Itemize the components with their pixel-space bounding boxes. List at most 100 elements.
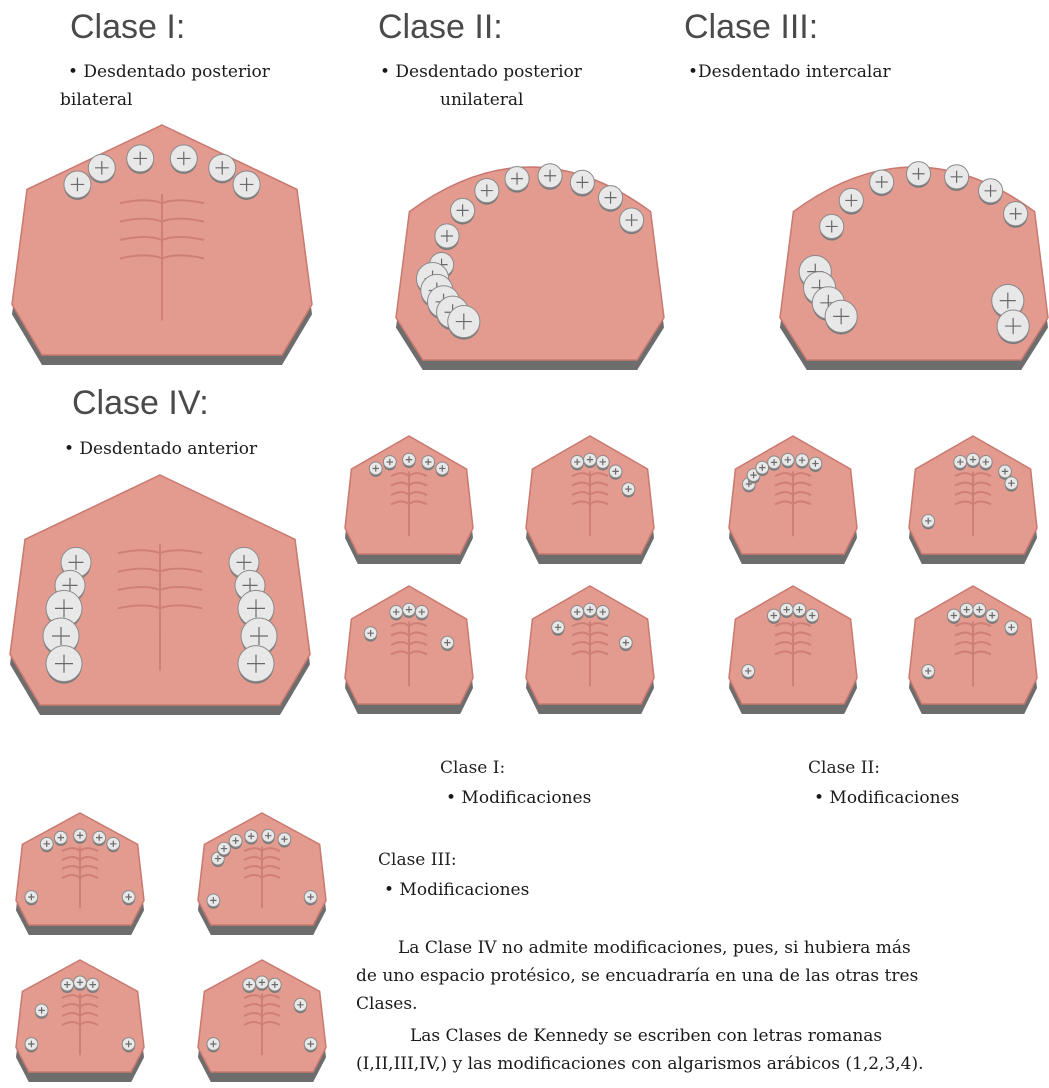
mod-class-2-title: Clase II: <box>808 758 880 778</box>
cast-mod-2b <box>909 436 1037 566</box>
class-1-desc2: bilateral <box>60 88 132 112</box>
note-line-1: La Clase IV no admite modificaciones, pu… <box>398 936 911 960</box>
class-2-desc2: unilateral <box>440 88 524 112</box>
tooth <box>781 453 794 468</box>
tooth <box>25 891 38 906</box>
cast-mod-1d <box>526 586 654 716</box>
tooth <box>870 170 894 196</box>
tooth <box>448 305 480 339</box>
tooth <box>46 646 82 684</box>
tooth <box>390 606 403 621</box>
tooth <box>906 162 930 188</box>
class-1-desc: • Desdentado posterior <box>68 60 270 84</box>
tooth <box>403 603 416 618</box>
class-4-desc: • Desdentado anterior <box>64 437 257 461</box>
tooth <box>74 976 87 991</box>
tooth <box>793 603 806 618</box>
tooth <box>64 171 91 200</box>
tooth <box>415 606 428 621</box>
class-3-title: Clase III: <box>684 8 818 47</box>
tooth <box>422 456 435 471</box>
tooth <box>122 891 135 906</box>
tooth <box>960 603 973 618</box>
tooth <box>40 837 53 852</box>
note-line-5: (I,II,III,IV,) y las modificaciones con … <box>356 1052 924 1076</box>
class-4-title: Clase IV: <box>72 384 209 423</box>
tooth <box>304 891 317 906</box>
tooth <box>1005 621 1018 636</box>
tooth <box>997 310 1029 344</box>
tooth <box>86 978 99 993</box>
tooth <box>88 154 115 183</box>
tooth <box>505 167 529 193</box>
tooth <box>93 831 106 846</box>
tooth <box>979 179 1003 205</box>
tooth <box>825 300 857 334</box>
cast-mod-3c <box>16 960 144 1084</box>
tooth <box>451 198 475 224</box>
tooth <box>967 453 980 468</box>
tooth <box>839 188 863 214</box>
tooth <box>570 170 594 196</box>
tooth <box>584 603 597 618</box>
mod-class-1-title: Clase I: <box>440 758 505 778</box>
tooth <box>245 830 258 845</box>
tooth <box>742 665 755 680</box>
tooth <box>238 646 274 684</box>
tooth <box>973 603 986 618</box>
class-3-desc: •Desdentado intercalar <box>688 60 891 84</box>
tooth <box>945 165 969 191</box>
cast-mod-2c <box>729 586 857 716</box>
tooth <box>609 465 622 480</box>
tooth <box>598 186 622 212</box>
tooth <box>571 606 584 621</box>
tooth <box>243 978 256 993</box>
tooth <box>127 145 154 174</box>
tooth <box>122 1038 135 1053</box>
tooth <box>294 998 307 1013</box>
tooth <box>1004 202 1028 228</box>
tooth <box>74 829 87 844</box>
tooth <box>954 456 967 471</box>
tooth <box>304 1038 317 1053</box>
tooth <box>584 453 597 468</box>
note-line-3: Clases. <box>356 992 418 1016</box>
tooth <box>979 456 992 471</box>
tooth <box>170 145 197 174</box>
tooth <box>35 1004 48 1019</box>
tooth <box>922 665 935 680</box>
tooth <box>229 834 242 849</box>
note-line-2: de uno espacio protésico, se encuadraría… <box>356 964 918 988</box>
cast-mod-1c <box>345 586 473 716</box>
mod-class-3-bullet: • Modificaciones <box>384 880 529 900</box>
tooth <box>947 609 960 624</box>
class-1-title: Clase I: <box>70 8 185 47</box>
tooth <box>538 164 562 190</box>
tooth <box>209 154 236 183</box>
tooth <box>218 842 231 857</box>
tooth <box>820 214 844 240</box>
tooth <box>922 515 935 530</box>
tooth <box>552 621 565 636</box>
tooth <box>1005 477 1018 492</box>
tooth <box>806 609 819 624</box>
tooth <box>986 609 999 624</box>
tooth <box>571 456 584 471</box>
class-2-title: Clase II: <box>378 8 503 47</box>
cast-mod-3d <box>198 960 326 1084</box>
cast-mod-1b <box>526 436 654 566</box>
tooth <box>383 456 396 471</box>
tooth <box>596 606 609 621</box>
note-line-4: Las Clases de Kennedy se escriben con le… <box>410 1024 882 1048</box>
cast-class-4 <box>10 475 310 717</box>
tooth <box>233 171 260 200</box>
class-2-desc: • Desdentado posterior <box>380 60 582 84</box>
tooth <box>369 462 382 477</box>
tooth <box>54 831 67 846</box>
tooth <box>620 208 644 234</box>
tooth <box>268 978 281 993</box>
cast-class-3 <box>780 148 1048 372</box>
tooth <box>619 636 632 651</box>
cast-mod-2a <box>729 436 857 566</box>
tooth <box>435 224 459 250</box>
